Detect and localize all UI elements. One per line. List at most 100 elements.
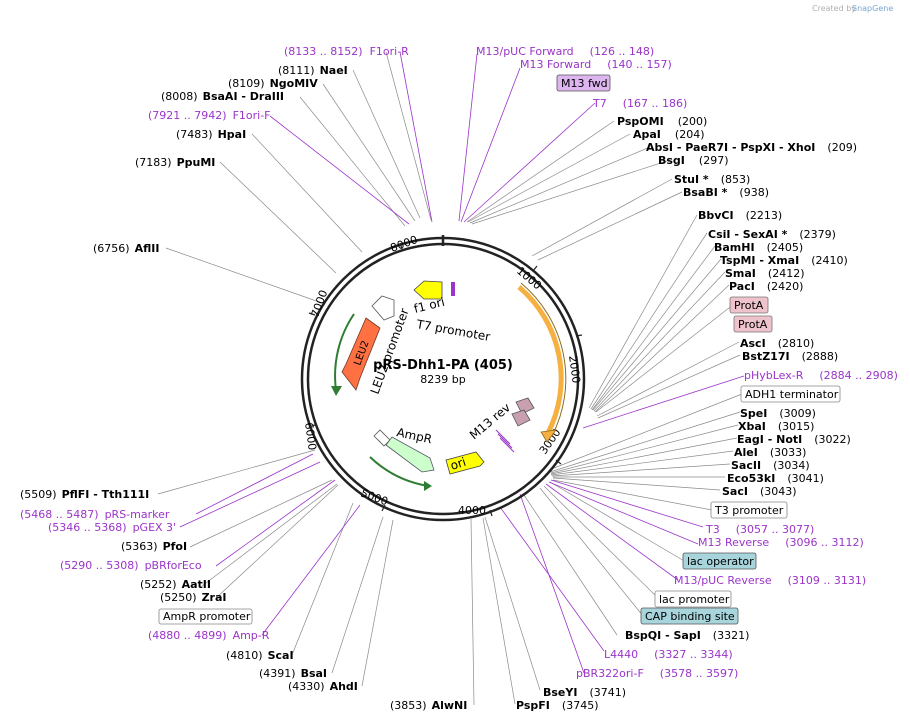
left-label-column: (8133 .. 8152)F1ori-R (8111)NaeI (8109)N…: [20, 45, 467, 712]
ori-arrow: [445, 451, 485, 475]
right-label-bsabi: BsaBI *(938): [683, 186, 769, 199]
box-m13-fwd: [556, 74, 611, 92]
left-label-alwni: (3853)AlwNI: [390, 699, 467, 712]
left-label-pfoi: (5363)PfoI: [121, 540, 187, 553]
right-label-noti: EagI - NotI(3022): [737, 433, 851, 446]
left-label-aflii: (6756)AflII: [93, 242, 159, 255]
left-label-prs-marker: (5468 .. 5487)pRS-marker: [20, 508, 170, 521]
right-label-paci: PacI(2420): [729, 280, 803, 293]
label-m13-rev: M13 rev: [467, 400, 513, 442]
right-label-sexai: CsiI - SexAI *(2379): [708, 228, 836, 241]
right-label-xmai: TspMI - XmaI(2410): [720, 254, 848, 267]
right-label-cap-binding-site: CAP binding site: [645, 610, 735, 623]
left-label-hpai: (7483)HpaI: [176, 128, 246, 141]
left-label-scai: (4810)ScaI: [226, 649, 294, 662]
label-t7-promoter: T7 promoter: [414, 317, 491, 344]
minor-ticks: [308, 242, 583, 517]
right-label-pspomi: PspOMI(200): [617, 115, 707, 128]
left-label-bsai: (4391)BsaI: [259, 667, 327, 680]
left-label-ahdi: (4330)AhdI: [288, 680, 358, 693]
right-label-prota-1: ProtA: [734, 299, 764, 312]
right-label-m13-forward: M13 Forward(140 .. 157): [520, 58, 672, 71]
credit-brand: SnapGene: [852, 4, 893, 13]
right-label-lac-promoter: lac promoter: [659, 593, 730, 606]
tick-2000: 2000: [566, 355, 583, 385]
left-label-aatii: (5252)AatII: [140, 578, 211, 591]
right-label-pspfi: PspFI(3745): [516, 699, 598, 712]
right-label-apai: ApaI(204): [633, 128, 705, 141]
box-ampr-promoter: [158, 608, 253, 625]
right-label-sapi: BspQI - SapI(3321): [625, 629, 749, 642]
box-lac-operator: [682, 552, 757, 570]
primer-mark: [451, 282, 455, 296]
right-label-m13-reverse: M13 Reverse(3096 .. 3112): [698, 536, 864, 549]
dhh1-arc: [517, 285, 564, 435]
right-label-lac-operator: lac operator: [687, 555, 754, 568]
right-label-alei: AleI(3033): [734, 446, 806, 459]
right-label-bbvci: BbvCI(2213): [698, 209, 782, 222]
box-prota-2: [733, 315, 773, 333]
left-label-ngomiv: (8109)NgoMIV: [228, 77, 318, 90]
right-label-bseyi: BseYI(3741): [543, 686, 626, 699]
right-label-l4440: L4440(3327 .. 3344): [604, 648, 733, 661]
plasmid-name: pRS-Dhh1-PA (405): [373, 358, 513, 373]
right-label-m13puc-reverse: M13/pUC Reverse(3109 .. 3131): [674, 574, 866, 587]
plasmid-size: 8239 bp: [420, 373, 465, 386]
right-label-m13-fwd: M13 fwd: [561, 77, 608, 90]
left-label-f1ori-r: (8133 .. 8152)F1ori-R: [284, 45, 409, 58]
right-label-sacii: SacII(3034): [731, 459, 810, 472]
left-label-amp-r: (4880 .. 4899)Amp-R: [148, 629, 270, 642]
right-label-adh1-terminator: ADH1 terminator: [745, 388, 839, 401]
right-label-prota-2: ProtA: [738, 318, 768, 331]
label-ori: ori: [449, 455, 468, 473]
right-label-spei: SpeI(3009): [740, 407, 816, 420]
left-label-zrai: (5250)ZraI: [160, 591, 227, 604]
right-label-xbai: XbaI(3015): [738, 420, 814, 433]
ampr-arrow: [385, 436, 435, 473]
left-label-f1ori-f: (7921 .. 7942)F1ori-F: [148, 109, 271, 122]
f1-ori-arrow: [413, 280, 443, 300]
box-cap-binding-site: [640, 607, 739, 625]
ampr-green-arc: [369, 456, 429, 487]
left-label-pgex3: (5346 .. 5368)pGEX 3': [48, 521, 176, 534]
box-t3-promoter: [710, 501, 788, 519]
t7-promoter-arrow: [371, 295, 395, 321]
leu2-arrow: [341, 317, 381, 391]
right-label-stui: StuI *(853): [674, 173, 750, 186]
box-lac-promoter: [654, 590, 732, 608]
right-label-eco53ki: Eco53kI(3041): [727, 472, 824, 485]
right-label-bamhi: BamHI(2405): [714, 241, 803, 254]
primer-marks-right: [495, 429, 515, 453]
leu2-green-arrowhead: [331, 386, 342, 396]
right-label-phyblex-r: pHybLex-R(2884 .. 2908): [744, 369, 898, 382]
box-prota-1: [729, 296, 769, 314]
right-label-bsgi: BsgI(297): [658, 154, 729, 167]
right-label-xhoi: AbsI - PaeR7I - PspXI - XhoI(209): [646, 141, 857, 154]
dhh1-arc-edge: [520, 282, 567, 437]
m13-rev-arrow: [515, 397, 535, 415]
lac-arrow: [511, 409, 531, 427]
tick-8000: 8000: [389, 233, 420, 255]
label-leu2-promoter: LEU2 promoter: [368, 306, 412, 396]
tick-4000: 4000: [458, 504, 486, 517]
right-label-saci: SacI(3043): [722, 485, 797, 498]
right-label-asci: AscI(2810): [740, 337, 814, 350]
right-label-t3-promoter: T3 promoter: [714, 504, 784, 517]
label-f1-ori: f1 ori: [412, 295, 446, 316]
left-label-ppumi: (7183)PpuMI: [135, 156, 215, 169]
leader-lines: [157, 51, 743, 706]
right-label-m13puc-forward: M13/pUC Forward(126 .. 148): [476, 45, 654, 58]
box-adh1-terminator: [740, 385, 841, 403]
left-label-pbrforeco: (5290 .. 5308)pBRforEco: [60, 559, 202, 572]
left-label-pflfi: (5509)PflFI - Tth111I: [20, 488, 149, 501]
ampr-green-arrowhead: [424, 481, 432, 491]
left-label-ampr-promoter: AmpR promoter: [163, 610, 251, 623]
right-label-t7: T7(167 .. 186): [592, 97, 687, 110]
left-label-naei: (8111)NaeI: [278, 64, 348, 77]
dhh1-arrowhead: [540, 429, 557, 443]
right-label-bstz17i: BstZ17I(2888): [742, 350, 838, 363]
left-label-bsaai: (8008)BsaAI - DraIII: [161, 90, 284, 103]
tick-6000: 6000: [302, 422, 319, 452]
leu2-green-arc: [334, 313, 355, 391]
credit-text: Created by: [812, 4, 856, 13]
